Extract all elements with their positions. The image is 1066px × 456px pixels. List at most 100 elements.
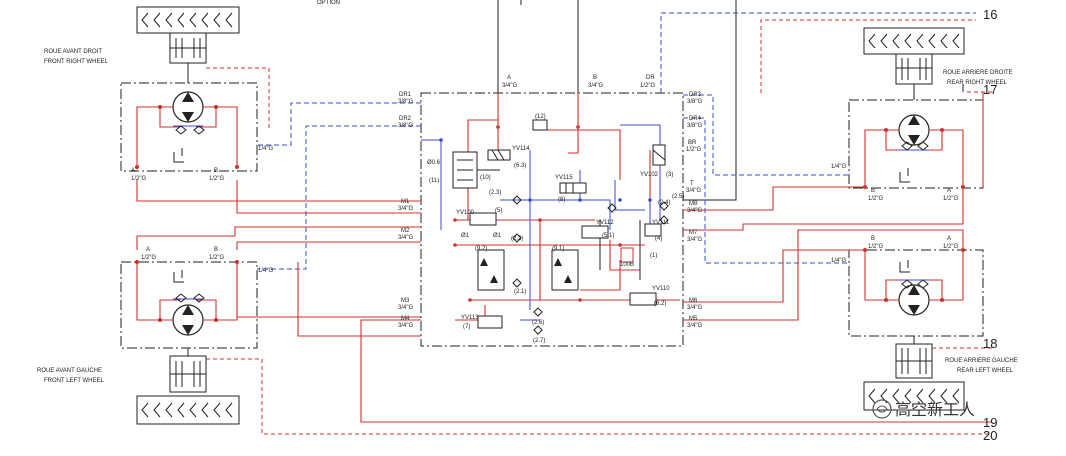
brake-line-front-right	[206, 67, 270, 128]
port-dr4-label: DR4	[689, 116, 702, 122]
port-a-label: A	[507, 75, 511, 81]
front-left-wheel: A 1/2"G B 1/2"G 1/4"G ROUE AVANT GAUCHE …	[37, 247, 273, 425]
port-m1-size: 3/4"G	[398, 206, 413, 212]
label-c1: (1)	[650, 253, 657, 259]
manifold-block	[420, 92, 684, 347]
port-m6-size: 3/4"G	[687, 305, 702, 311]
port-m5-label: M5	[689, 316, 698, 322]
port-dr-label: DR	[646, 75, 655, 81]
check-valves	[512, 195, 669, 335]
label-yv100: YV100	[456, 210, 475, 216]
port-m3-size: 3/4"G	[398, 305, 413, 311]
front-left-port-a: A	[146, 247, 150, 253]
port-dr2-label: DR2	[399, 116, 412, 122]
line-m2	[136, 226, 421, 250]
label-d1b: Ø1	[493, 233, 502, 239]
label-c26: (2.6)	[532, 320, 544, 326]
label-yv112: YV112	[596, 220, 614, 226]
rear-left-port-b-size: 1/2"G	[868, 244, 883, 250]
pump-lines	[497, 0, 737, 201]
port-m3-label: M3	[401, 298, 410, 304]
watermark-text: 高空新工人	[895, 401, 975, 419]
port-m8-label: M8	[689, 201, 698, 207]
line-m1	[136, 180, 421, 202]
line-m6	[683, 249, 865, 303]
port-m2-size: 3/4"G	[398, 235, 413, 241]
rear-left-port-b: B	[871, 236, 875, 242]
brake-line-front-left	[206, 358, 992, 435]
label-c23: (2.3)	[489, 190, 501, 196]
port-dr1-size: 3/8"G	[398, 99, 413, 105]
rear-right-port-a: A	[947, 188, 951, 194]
rear-right-wheel: ROUE ARRIERE DROITE REAR RIGHT WHEEL B 1…	[831, 27, 1013, 202]
front-right-motor-box	[120, 82, 258, 172]
label-yv114: YV114	[512, 146, 530, 152]
line-to-17	[760, 19, 992, 93]
connector-20: 20	[983, 428, 997, 443]
valve-yv102	[652, 144, 666, 166]
connector-18: 18	[983, 336, 997, 351]
rear-left-port-a-size: 1/2"G	[943, 244, 958, 250]
front-left-port-b-size: 1/2"G	[209, 255, 224, 261]
port-b-label: B	[593, 75, 597, 81]
front-right-port-b: B	[214, 168, 218, 174]
label-c91: (9.1)	[552, 246, 564, 252]
rear-right-port-b-size: 1/2"G	[868, 196, 883, 202]
label-c3: (3)	[666, 172, 673, 178]
line-m4	[236, 262, 421, 318]
line-m5	[683, 229, 964, 321]
port-m1-label: M1	[401, 199, 410, 205]
port-m8-size: 3/4"G	[687, 208, 702, 214]
rear-right-port-b: B	[871, 188, 875, 194]
port-m7-size: 3/4"G	[687, 237, 702, 243]
label-yv110: YV110	[652, 286, 670, 292]
rear-left-motor-box	[848, 249, 984, 337]
valve-10	[452, 151, 478, 189]
label-yv113: YV113	[461, 315, 479, 321]
blue-drain-right-bottom	[683, 117, 849, 264]
label-c21: (2.1)	[514, 289, 526, 295]
line-to-19	[360, 319, 992, 423]
rear-right-tire	[863, 27, 965, 55]
label-c8: (8)	[558, 197, 565, 203]
port-dr-size: 1/2"G	[640, 83, 655, 89]
connector-19: 19	[983, 415, 997, 430]
front-right-port-b-size: 1/2"G	[209, 176, 224, 182]
connector-16: 16	[983, 7, 997, 22]
front-left-port-b: B	[214, 247, 218, 253]
valve-12	[532, 119, 548, 131]
junction-dots	[439, 125, 652, 302]
label-c62: (6.2)	[654, 301, 666, 307]
front-right-label-fr: ROUE AVANT DROIT	[44, 49, 102, 55]
rear-right-drain: 1/4"G	[831, 164, 846, 170]
port-dr2-size: 3/8"G	[398, 123, 413, 129]
front-left-label-en: FRONT LEFT WHEEL	[44, 378, 104, 384]
rear-right-motor-box	[848, 99, 984, 189]
label-c4: (4)	[655, 236, 662, 242]
port-dr1-label: DR1	[399, 92, 412, 98]
port-m7-label: M7	[689, 230, 698, 236]
label-d1a: Ø1	[461, 233, 470, 239]
port-t-size: 3/4"G	[686, 188, 701, 194]
valve-yv115	[559, 182, 587, 194]
label-c92: (9.2)	[475, 246, 487, 252]
blue-drain-left-bottom	[257, 125, 421, 270]
label-c5: (5)	[495, 208, 502, 214]
rear-left-wheel: B 1/2"G A 1/2"G 1/4"G ROUE ARRIERE GAUCH…	[831, 236, 1018, 411]
port-dr3-label: DR3	[689, 92, 702, 98]
port-br-label: BR	[688, 140, 697, 146]
label-yv115: YV115	[555, 175, 573, 181]
port-b-size: 3/4"G	[588, 83, 603, 89]
label-c11: (11)	[429, 178, 439, 184]
port-m2-label: M2	[401, 228, 410, 234]
valve-yv112	[581, 225, 609, 239]
label-p100: 100B	[620, 262, 634, 268]
front-right-port-a: A	[131, 168, 135, 174]
label-c12: (12)	[535, 114, 546, 120]
label-yv102: YV102	[640, 172, 659, 178]
label-c51: (5.1)	[602, 233, 614, 239]
valve-yv110	[629, 292, 657, 306]
front-left-drain: 1/4"G	[258, 268, 273, 274]
port-m6-label: M6	[689, 298, 698, 304]
